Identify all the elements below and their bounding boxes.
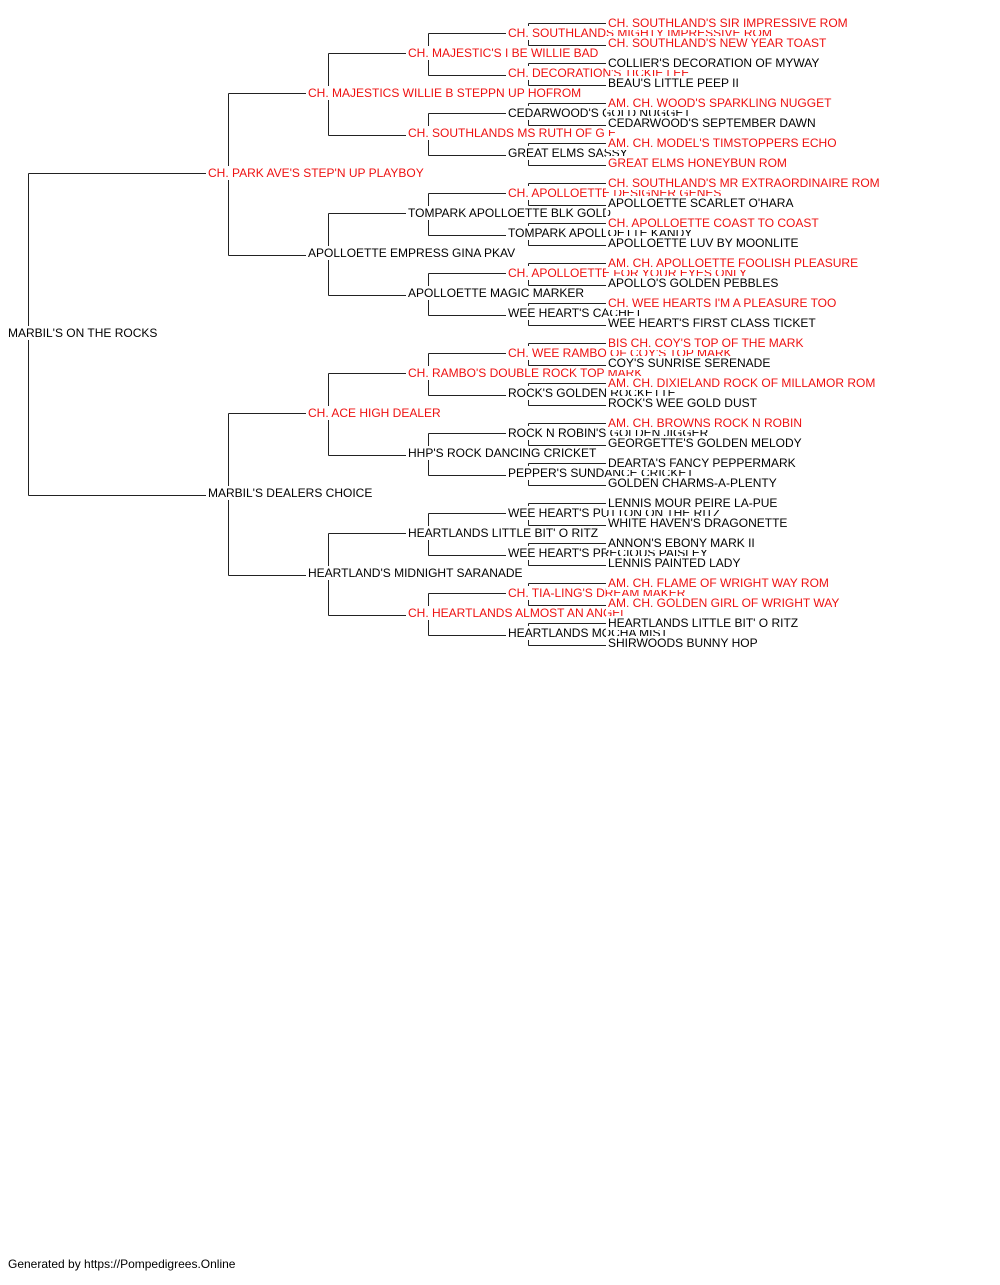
ancestor-name: SHIRWOODS BUNNY HOP <box>606 636 760 650</box>
ancestor-name: CH. MAJESTICS WILLIE B STEPPN UP HOFROM <box>306 86 584 100</box>
ancestor-name: WHITE HAVEN'S DRAGONETTE <box>606 516 790 530</box>
ancestor-name: WEE HEART'S FIRST CLASS TICKET <box>606 316 818 330</box>
subject-name: MARBIL'S ON THE ROCKS <box>6 326 160 340</box>
ancestor-name: AM. CH. DIXIELAND ROCK OF MILLAMOR ROM <box>606 376 878 390</box>
ancestor-name: GEORGETTE'S GOLDEN MELODY <box>606 436 804 450</box>
ancestor-name: GREAT ELMS HONEYBUN ROM <box>606 156 789 170</box>
ancestor-name: LENNIS PAINTED LADY <box>606 556 743 570</box>
ancestor-name: AM. CH. APOLLOETTE FOOLISH PLEASURE <box>606 256 861 270</box>
ancestor-name: CH. PARK AVE'S STEP'N UP PLAYBOY <box>206 166 426 180</box>
ancestor-name: CH. SOUTHLAND'S NEW YEAR TOAST <box>606 36 829 50</box>
ancestor-name: GOLDEN CHARMS-A-PLENTY <box>606 476 779 490</box>
ancestor-name: GREAT ELMS SASSY <box>506 146 630 160</box>
ancestor-name: HEARTLANDS LITTLE BIT' O RITZ <box>406 526 601 540</box>
ancestor-name: CH. RAMBO'S DOUBLE ROCK TOP MARK <box>406 366 645 380</box>
ancestor-name: AM. CH. GOLDEN GIRL OF WRIGHT WAY <box>606 596 842 610</box>
ancestor-name: CEDARWOOD'S SEPTEMBER DAWN <box>606 116 818 130</box>
ancestor-name: AM. CH. FLAME OF WRIGHT WAY ROM <box>606 576 831 590</box>
ancestor-name: DEARTA'S FANCY PEPPERMARK <box>606 456 798 470</box>
ancestor-name: APOLLOETTE LUV BY MOONLITE <box>606 236 801 250</box>
ancestor-name: COY'S SUNRISE SERENADE <box>606 356 773 370</box>
ancestor-name: CH. ACE HIGH DEALER <box>306 406 443 420</box>
ancestor-name: COLLIER'S DECORATION OF MYWAY <box>606 56 822 70</box>
ancestor-name: APOLLOETTE MAGIC MARKER <box>406 286 587 300</box>
ancestor-name: CH. SOUTHLAND'S MR EXTRAORDINAIRE ROM <box>606 176 882 190</box>
ancestor-name: AM. CH. BROWNS ROCK N ROBIN <box>606 416 805 430</box>
ancestor-name: APOLLOETTE EMPRESS GINA PKAV <box>306 246 518 260</box>
ancestor-name: BIS CH. COY'S TOP OF THE MARK <box>606 336 806 350</box>
ancestor-name: CH. MAJESTIC'S I BE WILLIE BAD <box>406 46 601 60</box>
ancestor-name: ANNON'S EBONY MARK II <box>606 536 757 550</box>
ancestor-name: MARBIL'S DEALERS CHOICE <box>206 486 375 500</box>
ancestor-name: CH. HEARTLANDS ALMOST AN ANGEL <box>406 606 629 620</box>
ancestor-name: AM. CH. MODEL'S TIMSTOPPERS ECHO <box>606 136 839 150</box>
ancestor-name: BEAU'S LITTLE PEEP II <box>606 76 741 90</box>
ancestor-name: LENNIS MOUR PEIRE LA-PUE <box>606 496 780 510</box>
ancestor-name: CH. WEE HEARTS I'M A PLEASURE TOO <box>606 296 839 310</box>
ancestor-name: HEARTLANDS LITTLE BIT' O RITZ <box>606 616 801 630</box>
ancestor-name: TOMPARK APOLLOETTE BLK GOLD <box>406 206 613 220</box>
ancestor-name: CH. APOLLOETTE COAST TO COAST <box>606 216 821 230</box>
ancestor-name: APOLLO'S GOLDEN PEBBLES <box>606 276 781 290</box>
ancestor-name: HHP'S ROCK DANCING CRICKET <box>406 446 599 460</box>
ancestor-name: AM. CH. WOOD'S SPARKLING NUGGET <box>606 96 834 110</box>
ancestor-name: HEARTLAND'S MIDNIGHT SARANADE <box>306 566 525 580</box>
ancestor-name: APOLLOETTE SCARLET O'HARA <box>606 196 796 210</box>
ancestor-name: CH. SOUTHLAND'S SIR IMPRESSIVE ROM <box>606 16 850 30</box>
ancestor-name: ROCK'S WEE GOLD DUST <box>606 396 759 410</box>
ancestor-name: CH. SOUTHLANDS MS RUTH OF G E <box>406 126 619 140</box>
footer-credit: Generated by https://Pompedigrees.Online <box>8 1257 236 1271</box>
